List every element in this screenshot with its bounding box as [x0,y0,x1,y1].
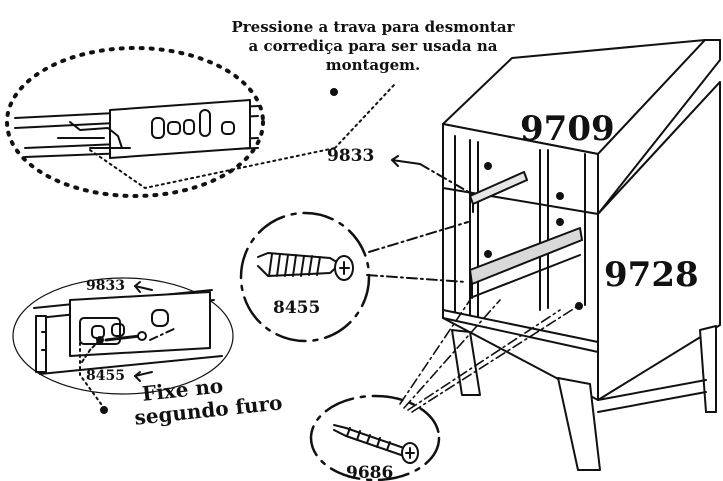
lock-instruction-line3: montagem. [325,56,421,74]
lock-instruction-line1: Pressione a trava para desmontar [231,18,515,36]
side-panel-label: 9728 [604,255,699,295]
lock-instruction-line2: a corrediça para ser usada na [248,37,498,55]
rail-screw-detail [12,277,234,414]
detail-screw-label: 8455 [86,368,125,384]
short-screw-label: 8455 [273,298,321,318]
detail-rail-label: 9833 [86,278,125,294]
screw-8455-detail [239,211,469,343]
long-screw-label: 9686 [346,463,394,481]
label-arrows [134,155,473,382]
slide-lock-detail [5,46,395,198]
slide-rail-label: 9833 [327,146,375,166]
lock-instruction: Pressione a trava para desmontar a corre… [188,18,558,75]
nightstand-drawing [442,39,721,471]
top-panel-label: 9709 [520,109,615,149]
screw-9686-detail [309,299,579,481]
